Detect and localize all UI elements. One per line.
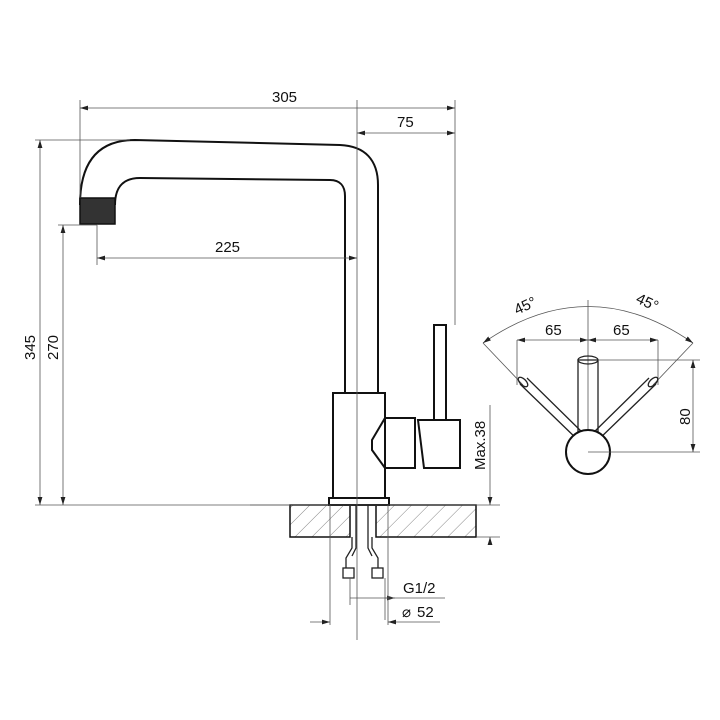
dim-spout-height: 270 — [45, 335, 62, 360]
dimension-lines — [35, 100, 500, 625]
hose-fitting-right — [371, 567, 384, 579]
dim-left-offset: 65 — [545, 322, 562, 339]
dim-overall-reach: 305 — [272, 89, 297, 106]
handle-lever — [433, 324, 447, 421]
faucet-body — [332, 392, 386, 499]
dim-base-diameter: 52 — [417, 604, 434, 621]
dim-right-offset: 65 — [613, 322, 630, 339]
dim-thread: G1/2 — [403, 580, 436, 597]
dim-max-countertop: Max.38 — [472, 421, 489, 470]
aerator-nozzle — [79, 197, 116, 225]
dim-left-angle: 45° — [512, 294, 540, 319]
hose-fitting-left — [342, 567, 355, 579]
dim-handle-height: 80 — [677, 408, 694, 425]
dim-right-angle: 45° — [633, 290, 661, 315]
dim-spout-reach: 225 — [215, 239, 240, 256]
countertop-section — [250, 504, 500, 579]
handle-top-view — [482, 300, 700, 475]
diameter-symbol: ⌀ — [402, 604, 411, 621]
dim-handle-offset: 75 — [397, 114, 414, 131]
faucet-side-view — [79, 100, 461, 640]
dim-overall-height: 345 — [22, 335, 39, 360]
